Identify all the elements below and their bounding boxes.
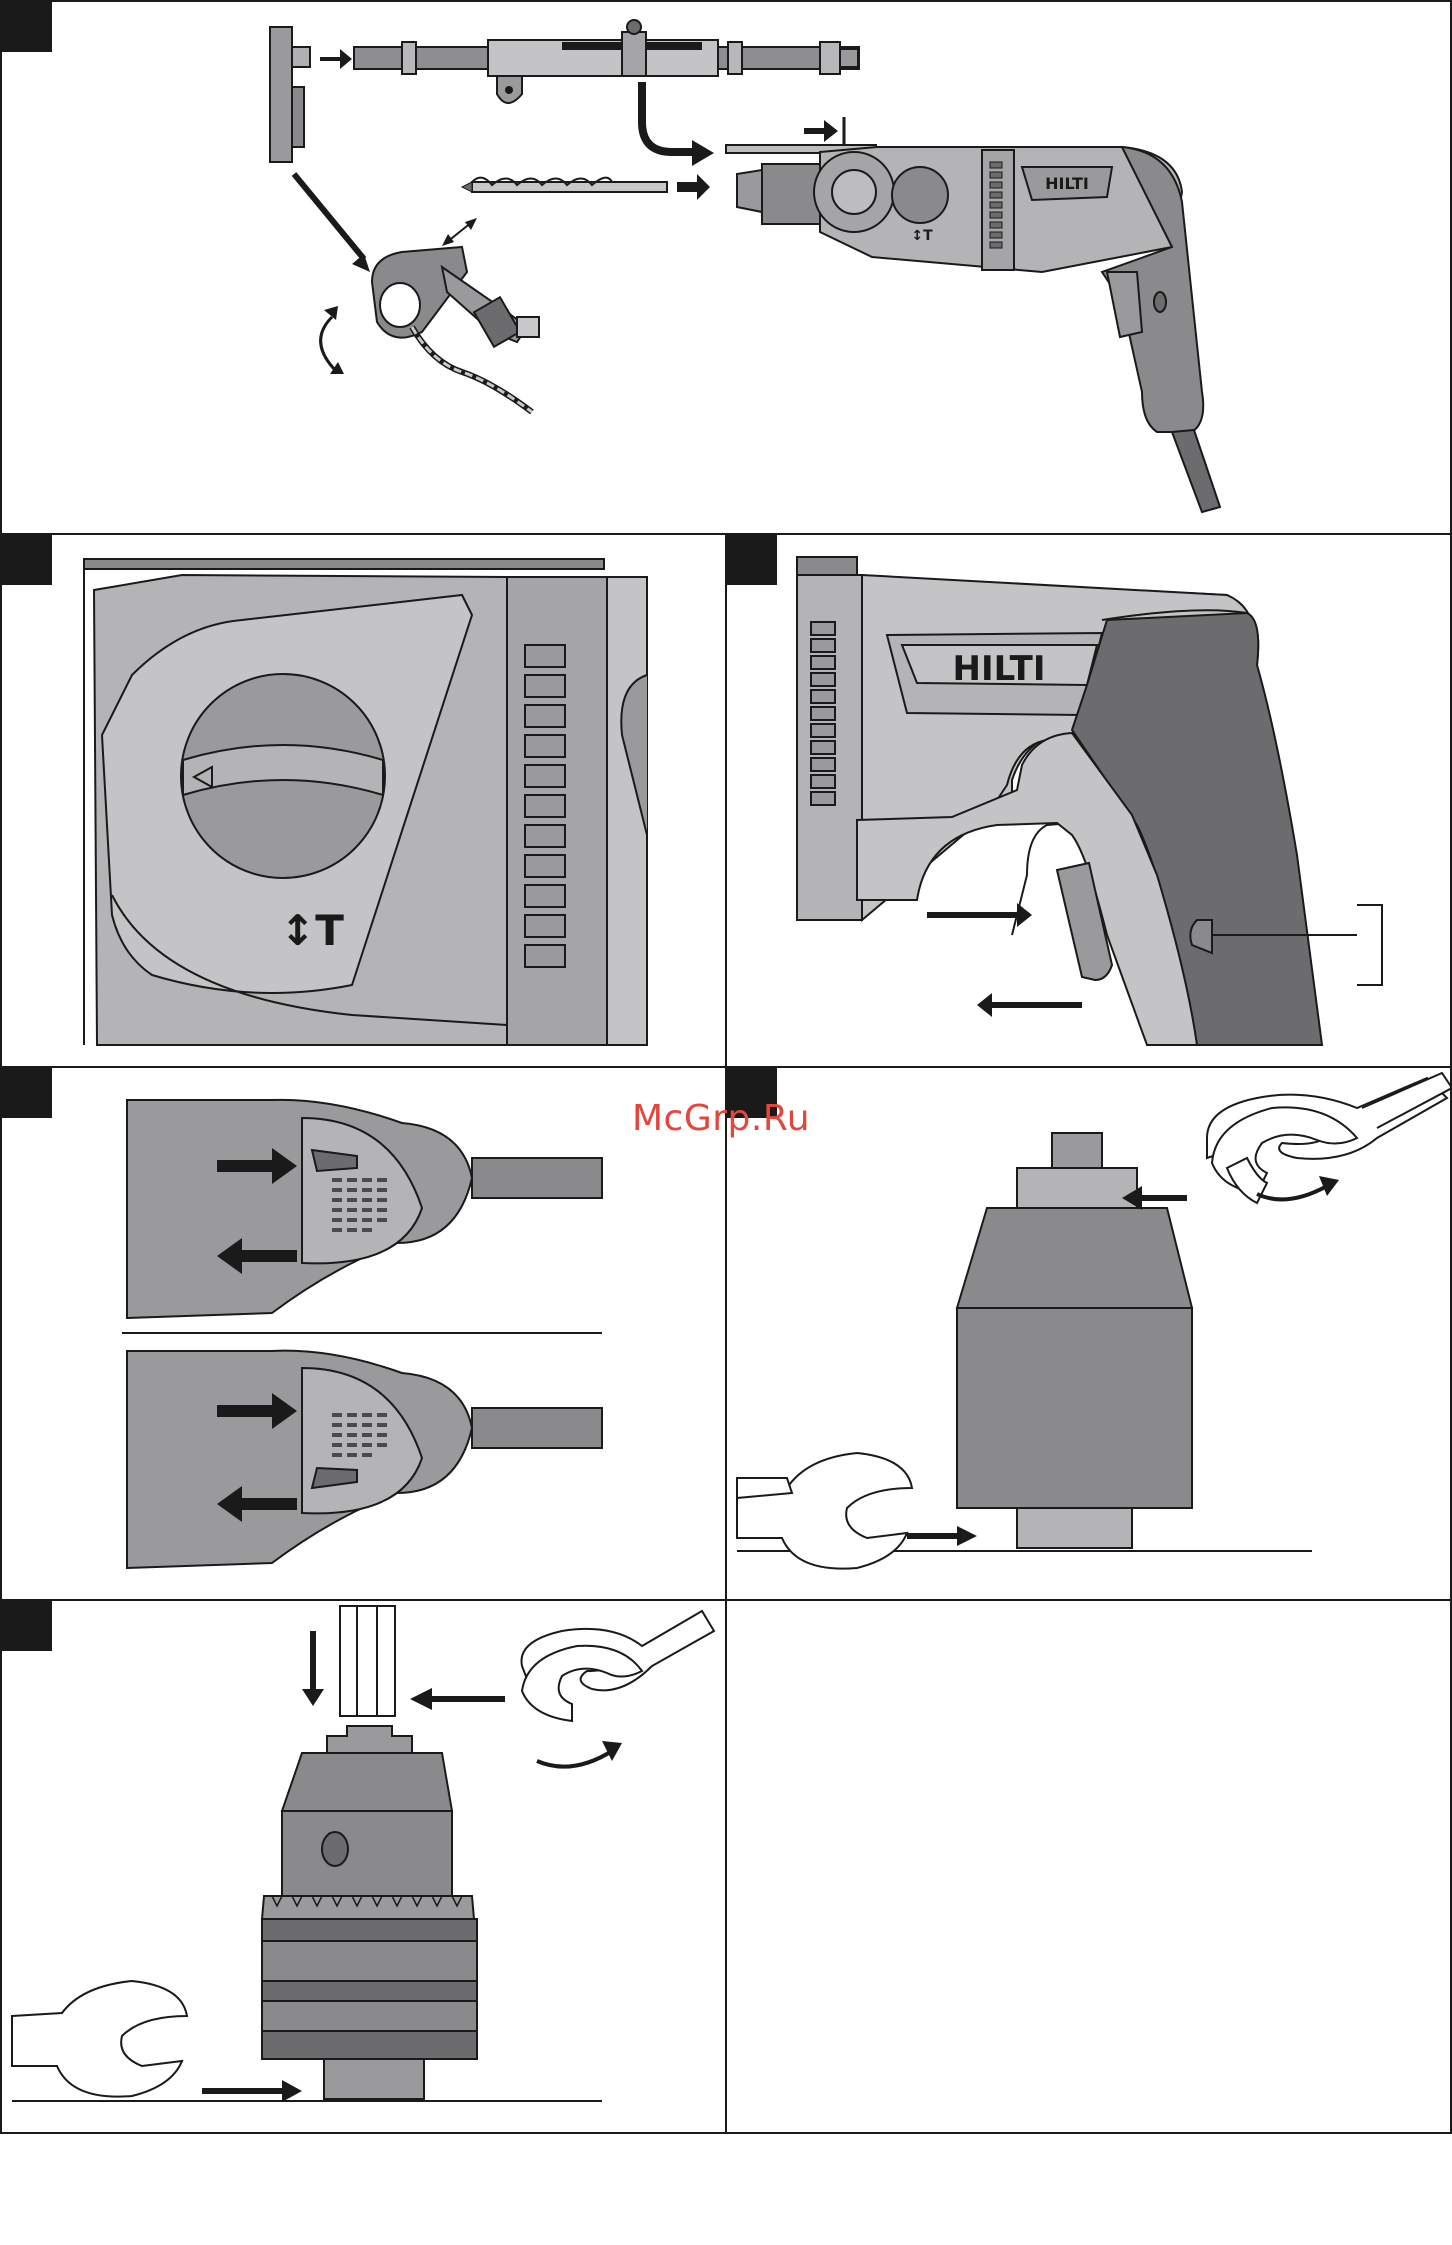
figure-5-panel bbox=[725, 1066, 1452, 1601]
brand-logo-small: HILTI bbox=[1045, 174, 1089, 193]
figure-2-panel: ↕T bbox=[0, 533, 727, 1068]
figure-1-drawing: HILTI ↕T bbox=[2, 2, 1452, 535]
figure-4-panel bbox=[0, 1066, 727, 1601]
figure-6-drawing bbox=[2, 1601, 727, 2134]
mode-symbol-small: ↕T bbox=[911, 228, 933, 244]
mode-symbol: ↕T bbox=[280, 906, 344, 955]
figure-3-panel: HILTI bbox=[725, 533, 1452, 1068]
figure-1-panel: HILTI ↕T bbox=[0, 0, 1452, 535]
figure-6-panel bbox=[0, 1599, 727, 2134]
brand-logo: HILTI bbox=[953, 649, 1046, 689]
figure-2-drawing: ↕T bbox=[2, 535, 727, 1068]
figure-5-drawing bbox=[727, 1068, 1452, 1601]
figure-4-drawing bbox=[2, 1068, 727, 1601]
watermark-text: McGrp.Ru bbox=[632, 1098, 810, 1139]
figure-3-drawing: HILTI bbox=[727, 535, 1452, 1068]
figure-7-empty-panel bbox=[725, 1599, 1452, 2134]
